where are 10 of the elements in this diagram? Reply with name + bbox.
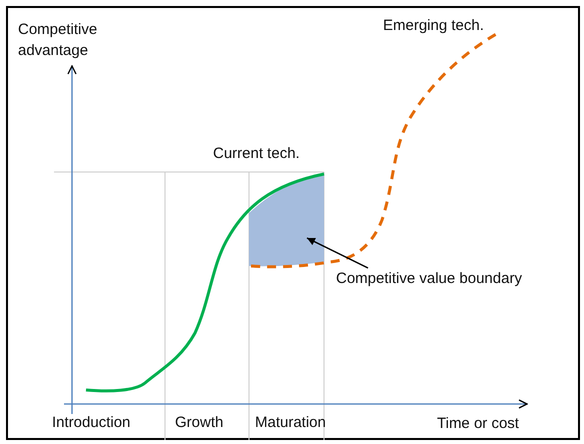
leader-line xyxy=(306,237,368,269)
phase-label: Introduction xyxy=(52,414,130,432)
phase-label: Maturation xyxy=(255,414,326,432)
callout-text: Competitive value boundary xyxy=(336,270,522,288)
shaded-area xyxy=(249,174,324,266)
curve-label: Emerging tech. xyxy=(383,17,484,35)
axis-label: Time or cost xyxy=(437,415,519,433)
axis-label: Competitive advantage xyxy=(18,20,98,61)
phase-label: Growth xyxy=(175,414,224,432)
curve-label: Current tech. xyxy=(213,145,300,163)
